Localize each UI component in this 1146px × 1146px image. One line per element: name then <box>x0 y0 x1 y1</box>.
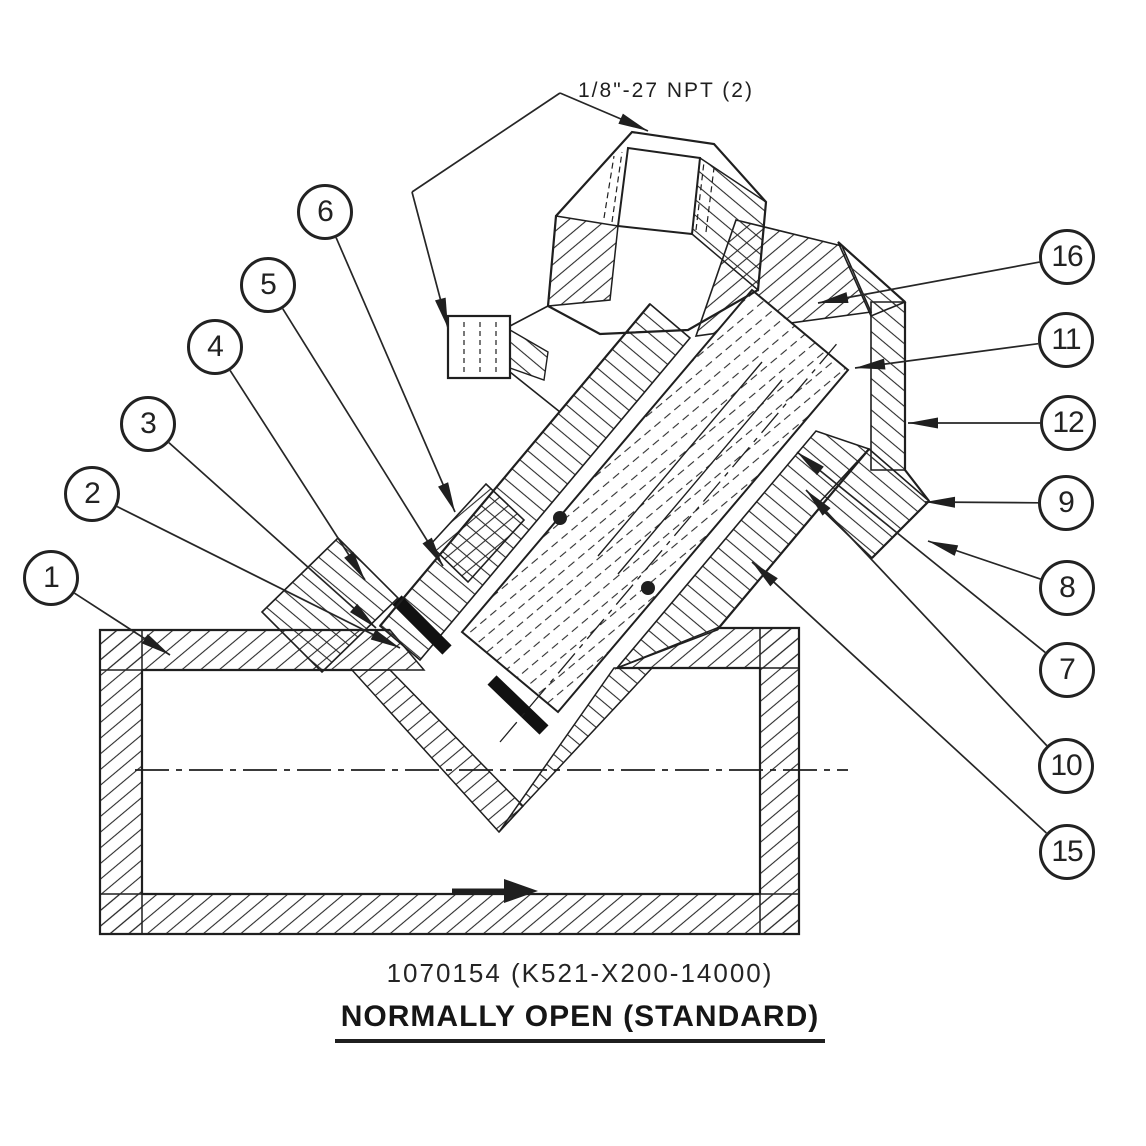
leader-line <box>335 237 456 513</box>
leader-line <box>559 92 629 123</box>
fastener-dot <box>641 581 655 595</box>
leader-arrowhead <box>752 562 778 587</box>
leader-arrowhead <box>797 452 824 476</box>
port-size-note: 1/8"-27 NPT (2) <box>578 79 754 102</box>
stem-lines <box>597 361 783 575</box>
callout-balloon: 9 <box>1038 475 1094 531</box>
leader-line <box>854 342 1039 369</box>
leader-arrowhead <box>908 417 938 429</box>
callout-balloon: 12 <box>1040 395 1096 451</box>
leader-arrowhead <box>806 490 831 516</box>
part-number: 1070154 (K521-X200-14000) <box>386 958 774 988</box>
drawing-title-text: NORMALLY OPEN (STANDARD) <box>334 1000 826 1043</box>
leader-arrowhead <box>435 297 448 328</box>
leader-line <box>751 561 1047 834</box>
callout-balloon: 5 <box>240 257 296 313</box>
leader-line <box>796 451 1046 654</box>
leader-line <box>411 92 561 193</box>
leader-line <box>229 370 366 581</box>
side-port-boss <box>446 305 561 413</box>
leader-arrowhead <box>141 634 170 655</box>
flow-arrow <box>452 879 538 903</box>
callout-balloon: 10 <box>1038 738 1094 794</box>
drawing-title: NORMALLY OPEN (STANDARD) <box>260 1000 900 1043</box>
leader-arrowhead <box>344 551 365 580</box>
callout-balloon: 16 <box>1039 229 1095 285</box>
callout-balloon: 15 <box>1039 824 1095 880</box>
leader-arrowhead <box>928 541 959 556</box>
pipe-body-outline <box>98 303 870 936</box>
piston-assembly <box>460 288 850 714</box>
leader-arrowhead <box>818 292 849 303</box>
branch-bonnet-walls <box>260 219 873 674</box>
leader-arrowhead <box>422 537 443 566</box>
callout-balloon: 6 <box>297 184 353 240</box>
leader-arrowhead <box>349 603 376 628</box>
leader-line <box>817 261 1040 304</box>
callout-balloon: 1 <box>23 550 79 606</box>
leader-line <box>168 442 377 629</box>
centerlines <box>135 339 848 771</box>
callout-balloon: 7 <box>1039 642 1095 698</box>
leader-arrowhead <box>370 629 400 648</box>
callout-balloon: 3 <box>120 396 176 452</box>
fastener-dot <box>553 511 567 525</box>
leader-lines <box>74 92 1048 834</box>
thread-lines <box>603 151 715 233</box>
callout-balloon: 11 <box>1038 312 1094 368</box>
leader-arrowhead <box>925 496 956 508</box>
leader-arrowhead <box>855 358 886 370</box>
callout-balloon: 2 <box>64 466 120 522</box>
leader-arrowhead <box>618 113 648 131</box>
seat-bands <box>392 595 549 735</box>
top-port <box>546 130 768 336</box>
callout-balloon: 8 <box>1039 560 1095 616</box>
leader-line <box>116 505 401 649</box>
leader-arrowhead <box>438 482 455 512</box>
pipe-wall-hatching <box>99 627 800 935</box>
callout-balloon: 4 <box>187 319 243 375</box>
leader-line <box>805 489 1048 747</box>
branch-centerline <box>499 339 841 743</box>
leader-line <box>282 308 444 567</box>
